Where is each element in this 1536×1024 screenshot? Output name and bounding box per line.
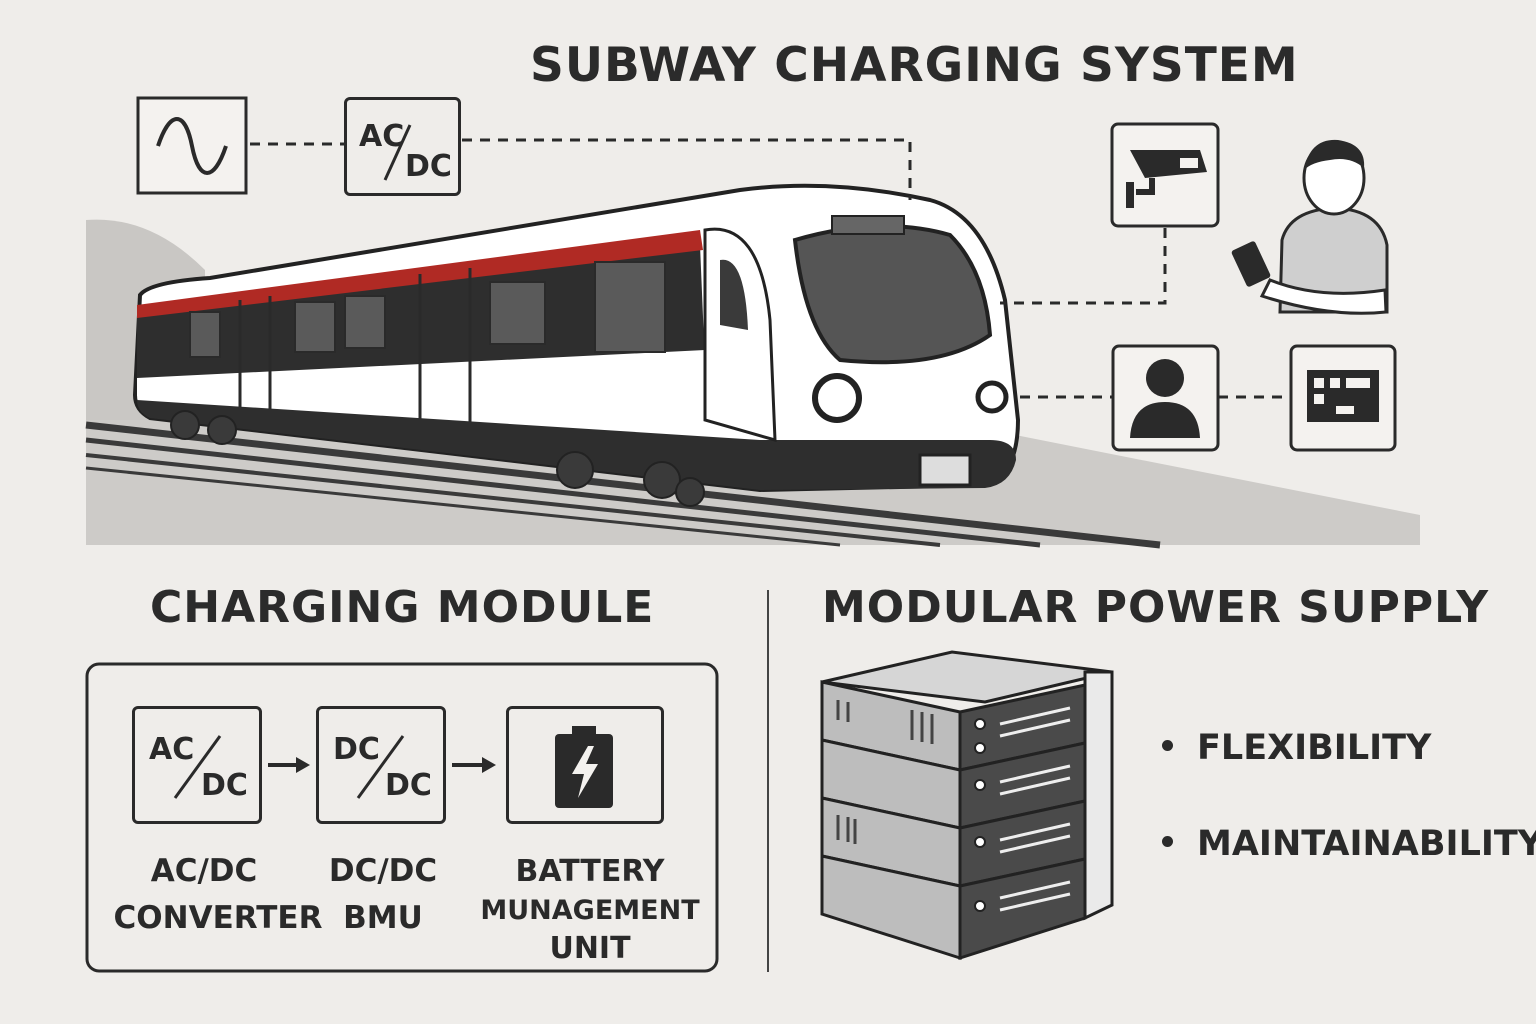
ac-dc-block: AC DC — [132, 706, 262, 824]
charging-module-title: CHARGING MODULE — [150, 582, 655, 633]
ac-dc-converter-label: AC/DC CONVERTER — [86, 848, 323, 941]
subway-train — [132, 183, 1021, 507]
rail-track — [85, 421, 1161, 549]
user-profile-icon — [1111, 344, 1220, 452]
label-line: BMU — [343, 899, 423, 936]
page-title: SUBWAY CHARGING SYSTEM — [530, 38, 1299, 93]
bullet-text: FLEXIBILITY — [1197, 728, 1432, 768]
control-panel-icon — [1289, 344, 1397, 452]
charging-module-frame — [85, 662, 719, 973]
cctv-camera-icon — [1110, 122, 1220, 228]
fraction-slashes — [173, 124, 412, 799]
dc-dc-bmu-label: DC/DC BMU — [329, 848, 437, 941]
bullet-item: FLEXIBILITY — [1162, 728, 1431, 768]
label-line: DC/DC — [328, 853, 438, 889]
dashed-connectors — [250, 138, 1290, 399]
label-line: CONVERTER — [113, 899, 323, 936]
operator-with-tablet-icon — [1231, 139, 1389, 315]
battery-bolt-icon — [555, 726, 613, 808]
dc-dc-block: DC DC — [316, 706, 446, 824]
fraction-bottom: DC — [201, 768, 248, 803]
bullet-text: MAINTAINABILITY — [1197, 824, 1536, 864]
fraction-top: AC — [359, 119, 405, 154]
ac-wave-icon — [136, 96, 248, 195]
fraction-top: AC — [149, 732, 195, 767]
battery-management-unit-label: BATTERY MUNAGEMENT UNIT — [480, 852, 699, 969]
bullet-item: MAINTAINABILITY — [1162, 824, 1536, 864]
fraction-bottom: DC — [385, 768, 432, 803]
server-rack-icon — [820, 650, 1114, 961]
label-line: BATTERY — [515, 854, 665, 889]
label-line: UNIT — [549, 930, 631, 966]
fraction-top: DC — [333, 732, 380, 767]
modular-power-supply-title: MODULAR POWER SUPPLY — [822, 582, 1490, 633]
label-line: MUNAGEMENT — [480, 894, 700, 926]
label-line: AC/DC — [150, 853, 258, 889]
bullet-dot — [1162, 835, 1173, 847]
fraction-bottom: DC — [405, 149, 452, 184]
battery-management-block — [506, 706, 664, 824]
flow-arrows — [268, 757, 496, 773]
ac-dc-converter-icon: AC DC — [344, 97, 461, 196]
bullet-dot — [1162, 739, 1173, 751]
